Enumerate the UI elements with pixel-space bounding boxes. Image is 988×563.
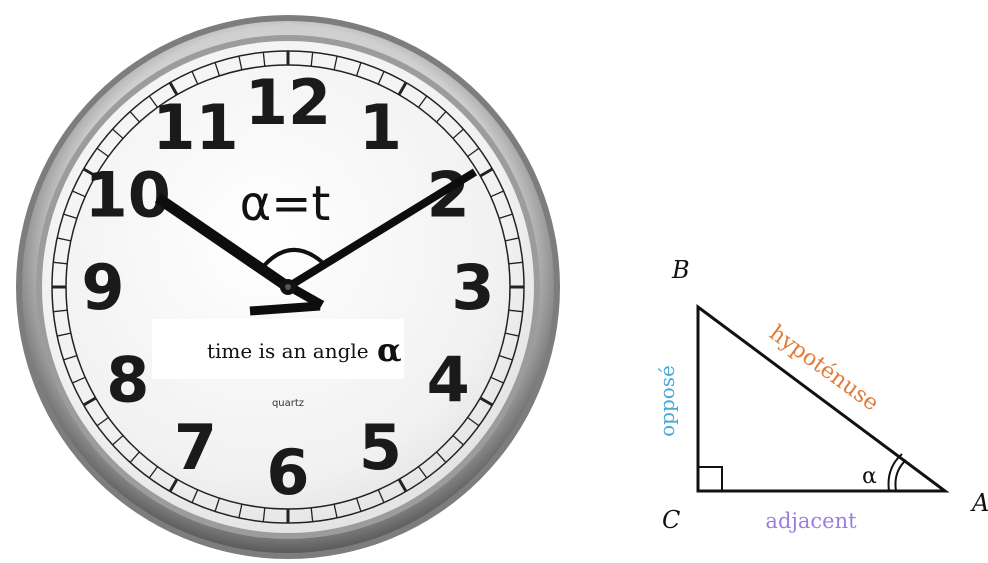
clock-numeral-3: 3 (451, 251, 494, 324)
right-angle-marker (698, 467, 722, 491)
clock-numeral-6: 6 (266, 436, 309, 509)
clock-numeral-10: 10 (85, 159, 171, 232)
caption-text: time is an angle (207, 339, 369, 363)
angle-alpha-label: α (862, 464, 877, 489)
angle-alpha-arc-1 (895, 460, 906, 491)
clock-numeral-8: 8 (106, 344, 149, 417)
clock-numeral-1: 1 (359, 91, 402, 164)
right-triangle-diagram: B C A α hypoténuse opposé adjacent (655, 256, 988, 534)
caption-alpha: α (377, 331, 402, 369)
center-pin (285, 284, 291, 290)
adjacent-label: adjacent (765, 509, 857, 533)
clock-numeral-7: 7 (174, 411, 217, 484)
vertex-c-label: C (662, 506, 680, 534)
clock-numeral-11: 11 (152, 91, 238, 164)
clock-brand: quartz (272, 398, 304, 409)
opposite-label: opposé (655, 365, 679, 437)
clock-numeral-4: 4 (427, 344, 470, 417)
triangle-shape (698, 307, 945, 491)
clock-numeral-12: 12 (245, 66, 331, 139)
clock-numeral-9: 9 (81, 251, 124, 324)
vertex-a-label: A (970, 489, 988, 517)
clock-equation: α=t (240, 176, 331, 232)
hand-tail (250, 306, 320, 311)
clock-numeral-5: 5 (359, 411, 402, 484)
vertex-b-label: B (671, 256, 690, 284)
